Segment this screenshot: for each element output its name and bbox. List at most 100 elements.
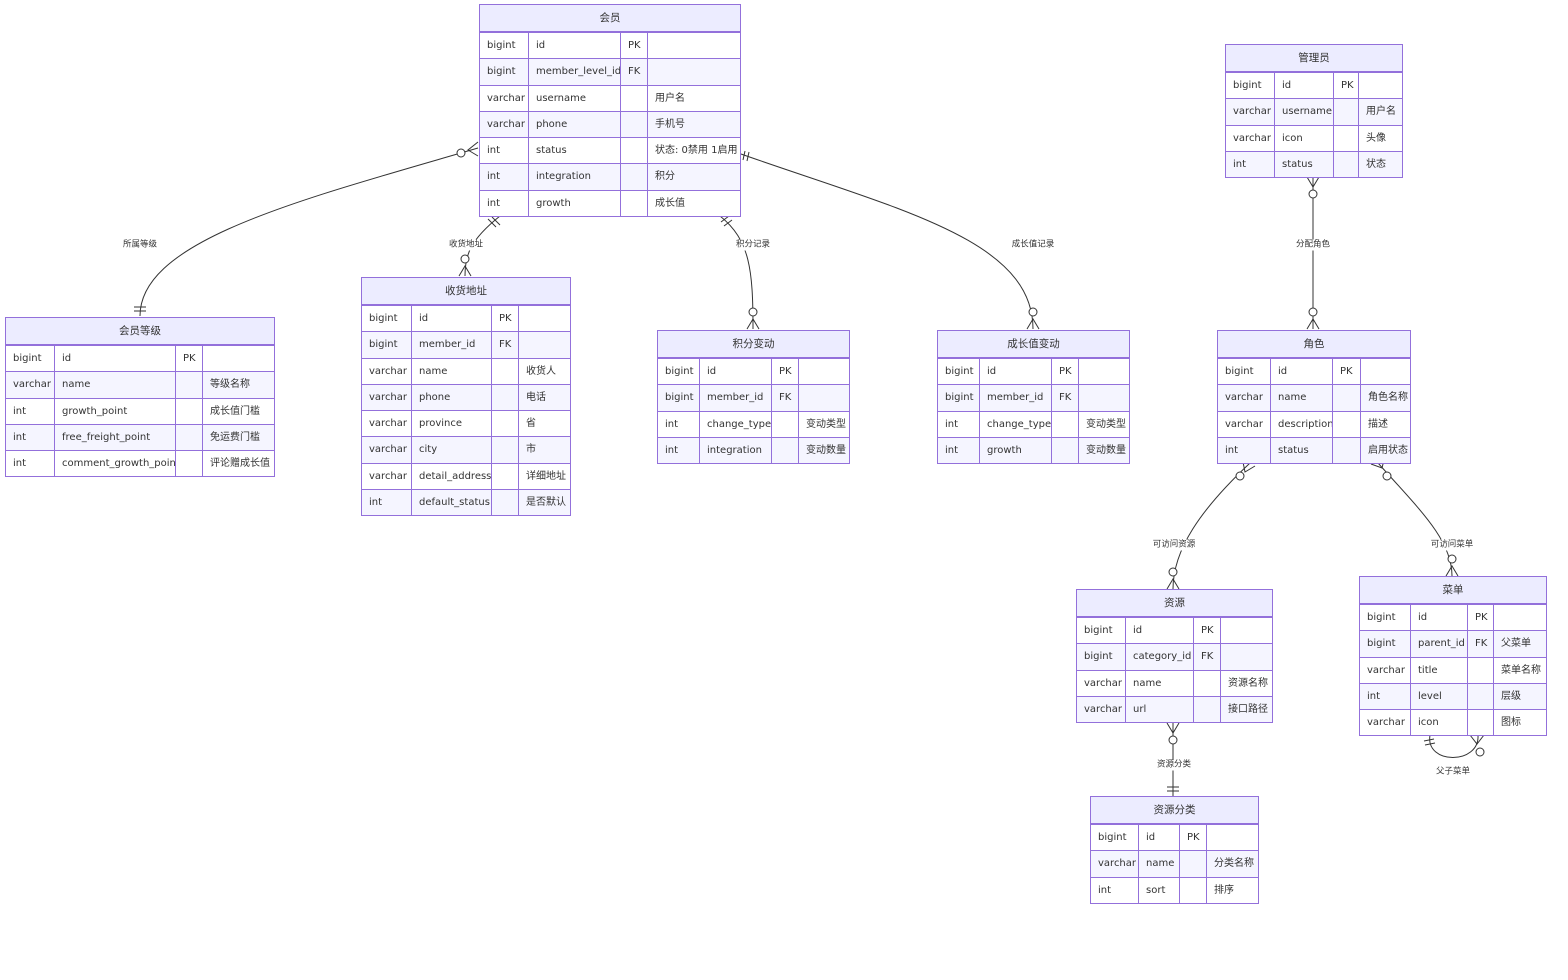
rel-label-role-menu: 可访问菜单 xyxy=(1429,539,1475,551)
attr-type: varchar xyxy=(369,418,408,430)
rel-label-resource-category: 资源分类 xyxy=(1155,759,1193,771)
attr-key xyxy=(175,424,202,451)
edge-role-resource xyxy=(1172,462,1251,590)
attr-name: icon xyxy=(1410,710,1467,736)
attr-comment xyxy=(1493,605,1546,631)
attr-key: PK xyxy=(1332,359,1360,385)
attr-comment: 变动数量 xyxy=(1078,437,1129,464)
attr-name: member_id xyxy=(979,385,1051,411)
attr-key xyxy=(1333,125,1358,151)
entity-title: 角色 xyxy=(1218,331,1410,358)
attr-name: id xyxy=(54,346,175,372)
attr-key: PK xyxy=(175,346,202,372)
attr-key xyxy=(1332,411,1360,437)
attr-key xyxy=(1179,877,1206,903)
attr-key xyxy=(1179,851,1206,877)
edge-role-menu xyxy=(1377,462,1453,577)
zero-marker xyxy=(1028,307,1038,317)
entity-title: 资源分类 xyxy=(1091,797,1258,824)
attr-key xyxy=(1332,437,1360,464)
attr-key xyxy=(491,411,518,437)
attr-name: detail_address xyxy=(411,463,491,490)
attr-name: growth_point xyxy=(54,398,175,424)
attr-comment: 成长值门槛 xyxy=(202,398,274,424)
attr-key: FK xyxy=(1051,385,1078,411)
edge-member-growth xyxy=(740,153,1034,330)
crowfoot-marker xyxy=(458,265,472,277)
attr-comment xyxy=(1078,359,1129,385)
crowfoot-marker xyxy=(1026,318,1040,330)
attr-comment: 头像 xyxy=(1358,125,1402,151)
attr-name: id xyxy=(979,359,1051,385)
zero-marker xyxy=(1168,735,1178,745)
attr-type: varchar xyxy=(1225,418,1264,430)
attr-type: varchar xyxy=(369,365,408,377)
attr-type: varchar xyxy=(13,379,52,391)
zero-marker xyxy=(1475,747,1485,757)
attr-name: comment_growth_point xyxy=(54,451,175,477)
attr-key xyxy=(491,463,518,490)
attr-comment: 分类名称 xyxy=(1206,851,1258,877)
attr-type: int xyxy=(487,145,501,157)
attr-name: phone xyxy=(528,111,620,138)
crowfoot-marker xyxy=(1445,565,1459,577)
attr-name: id xyxy=(411,306,491,332)
attr-comment: 状态 xyxy=(1358,151,1402,178)
attr-name: id xyxy=(1138,825,1179,851)
attr-comment: 收货人 xyxy=(518,358,570,384)
crowfoot-marker xyxy=(746,318,760,330)
attr-type: varchar xyxy=(1233,106,1272,118)
attr-comment xyxy=(798,385,849,411)
attr-type: bigint xyxy=(13,353,42,364)
attr-name: sort xyxy=(1138,877,1179,903)
attr-type: bigint xyxy=(1233,80,1262,91)
attr-name: member_id xyxy=(411,332,491,358)
attr-type: int xyxy=(13,458,27,470)
attr-comment: 积分 xyxy=(647,164,740,190)
attr-type: int xyxy=(369,497,383,509)
attr-type: bigint xyxy=(369,313,398,324)
attr-key xyxy=(491,384,518,411)
attr-comment: 排序 xyxy=(1206,877,1258,903)
attr-comment xyxy=(1078,385,1129,411)
attr-name: free_freight_point xyxy=(54,424,175,451)
attr-type: int xyxy=(945,418,959,430)
entity-title: 菜单 xyxy=(1360,577,1546,604)
attr-comment: 用户名 xyxy=(647,85,740,111)
attr-comment: 是否默认 xyxy=(518,490,570,516)
attr-comment: 变动类型 xyxy=(798,411,849,437)
attr-name: username xyxy=(1274,99,1333,125)
attr-type: varchar xyxy=(1233,132,1272,144)
attr-key: PK xyxy=(771,359,798,385)
attr-comment xyxy=(798,359,849,385)
one-marker xyxy=(1424,742,1436,746)
attr-comment: 电话 xyxy=(518,384,570,411)
attr-type: bigint xyxy=(487,40,516,51)
attr-key xyxy=(1193,670,1220,696)
attr-name: url xyxy=(1125,696,1193,723)
rel-label-admin-role: 分配角色 xyxy=(1294,239,1332,251)
attr-type: varchar xyxy=(487,118,526,130)
attr-comment: 市 xyxy=(518,437,570,463)
attr-type: varchar xyxy=(1098,858,1137,870)
attr-comment: 菜单名称 xyxy=(1493,657,1546,683)
zero-marker xyxy=(748,307,758,317)
attr-name: name xyxy=(1270,385,1332,411)
attr-name: username xyxy=(528,85,620,111)
attr-type: varchar xyxy=(369,470,408,482)
